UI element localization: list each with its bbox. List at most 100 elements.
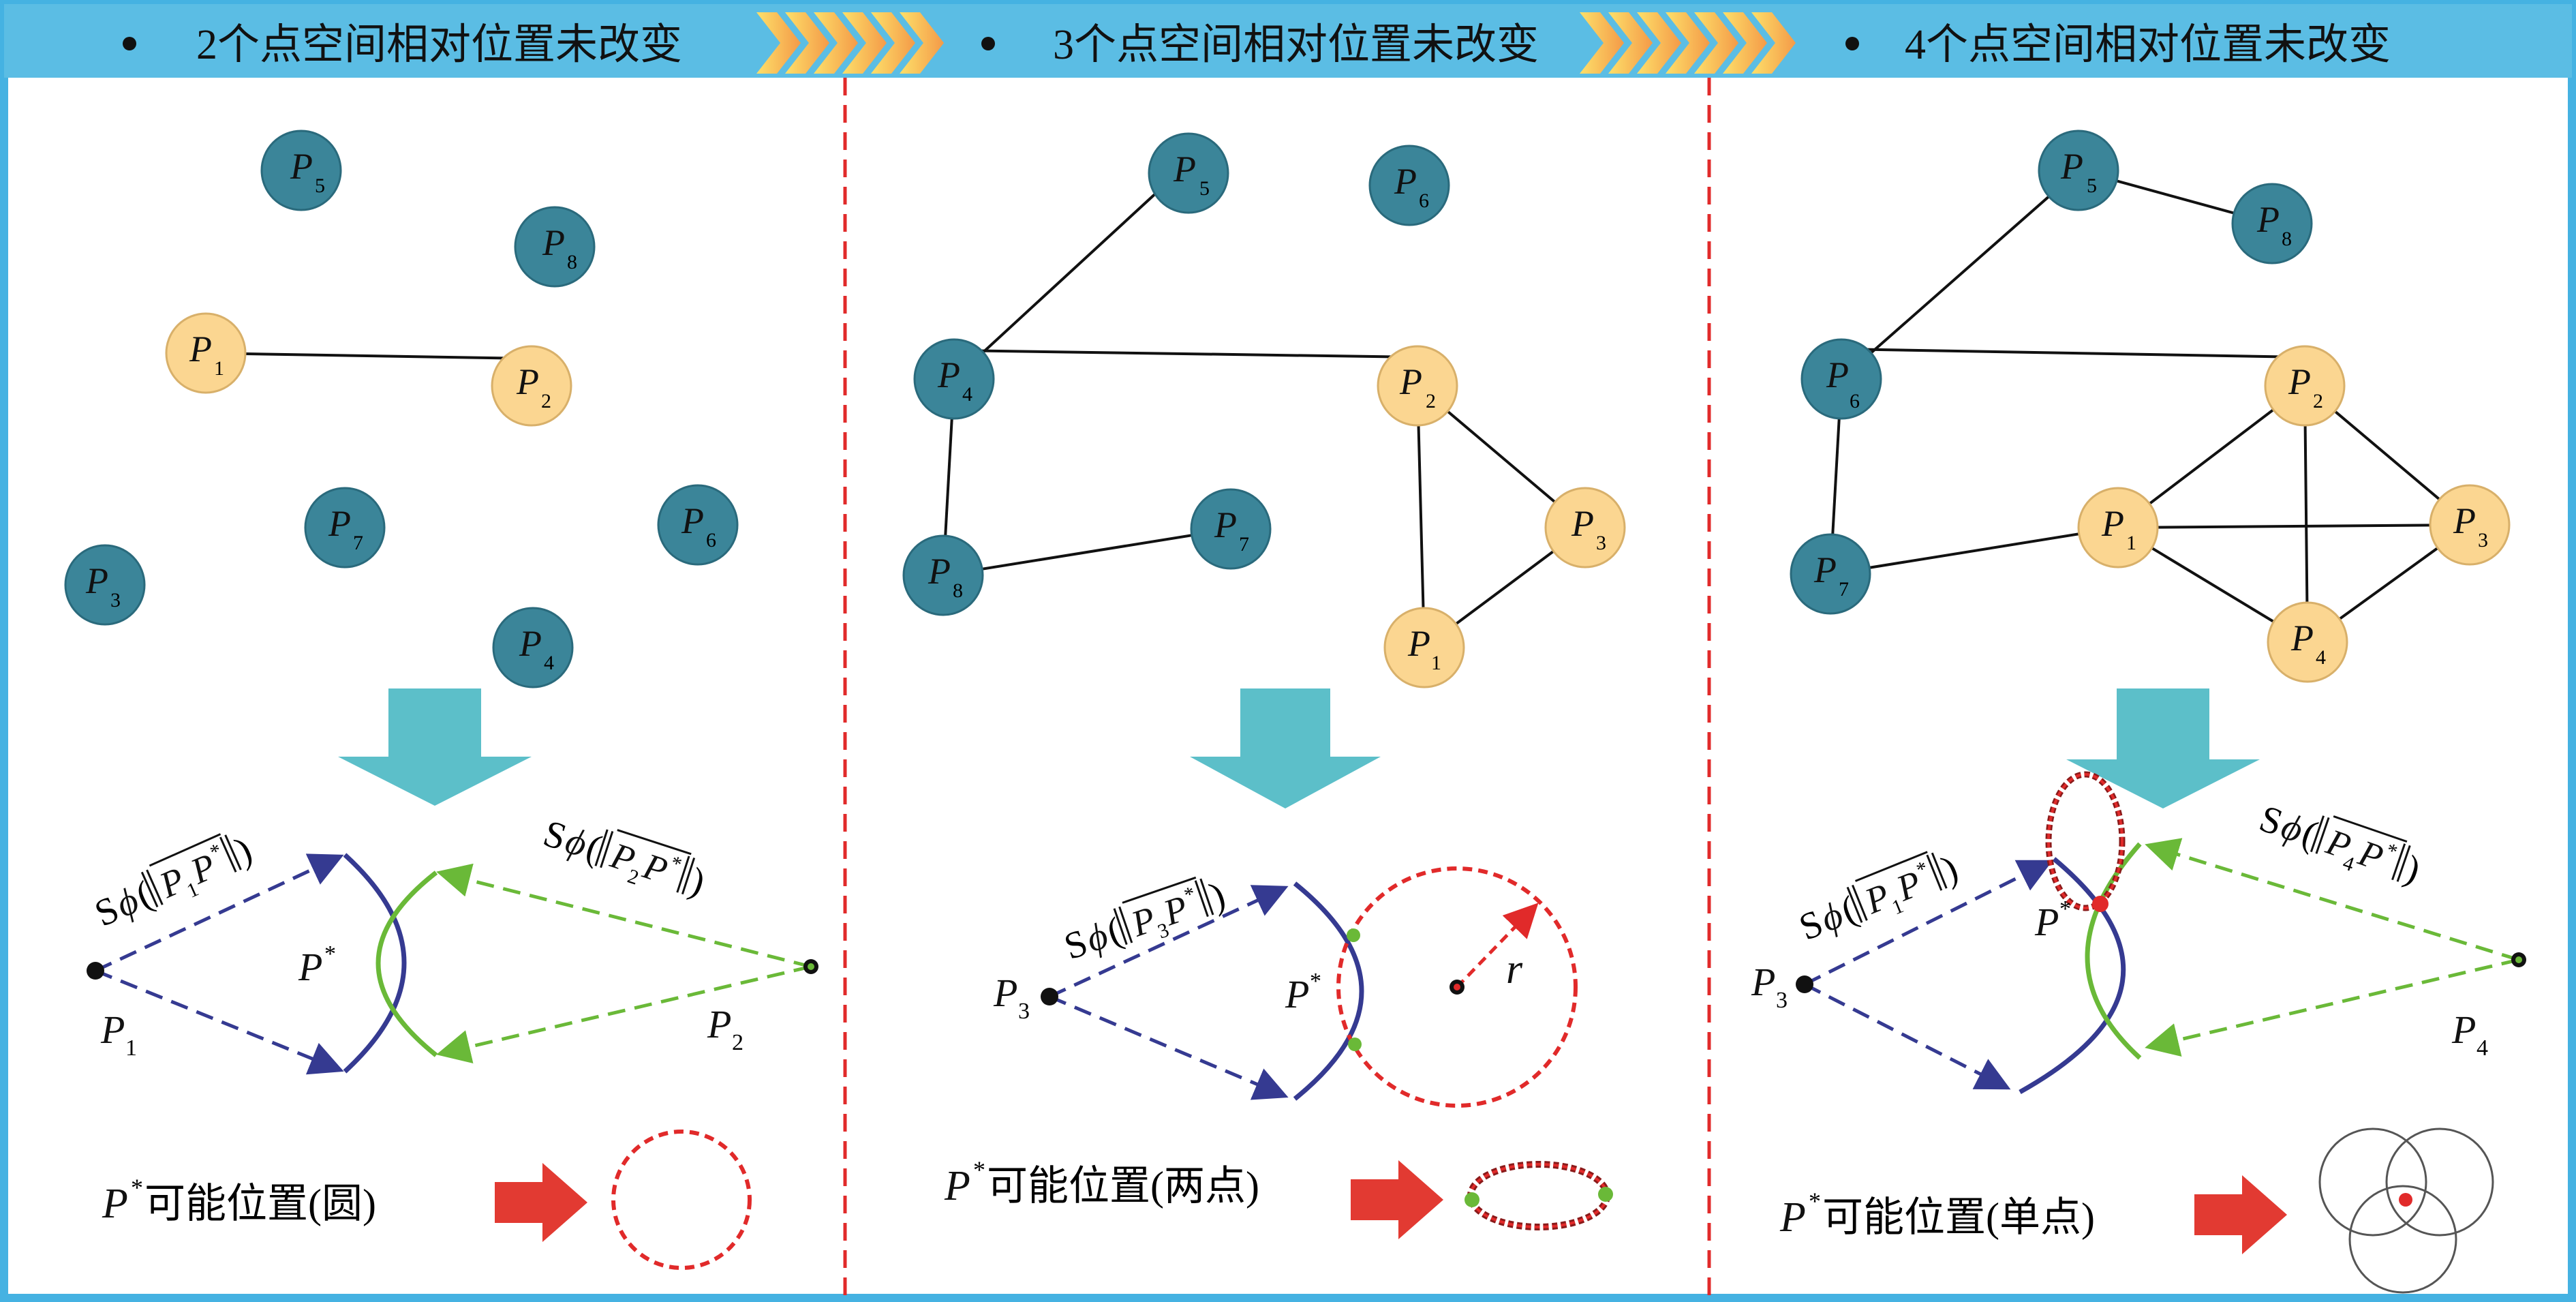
- node-p2-b: P 2: [1377, 345, 1458, 427]
- svg-text:P: P: [1214, 504, 1237, 545]
- svg-text:3: 3: [1596, 532, 1606, 554]
- svg-text:P: P: [2290, 618, 2314, 658]
- svg-text:7: 7: [353, 532, 363, 554]
- label-p1: P: [100, 1008, 125, 1052]
- svg-text:P: P: [1826, 354, 1849, 395]
- svg-text:P: P: [681, 500, 704, 541]
- header-bullet-2: [981, 37, 995, 50]
- svg-text:6: 6: [706, 529, 716, 551]
- down-arrow-1: [338, 688, 532, 806]
- svg-text:P: P: [542, 222, 565, 263]
- header-bullet-1: [123, 37, 136, 50]
- svg-text:P: P: [102, 1181, 128, 1227]
- formula-distance-p2-pstar: S ϕ ( P 2 P * ): [538, 812, 710, 904]
- node-p2: P 2: [491, 345, 572, 427]
- header-title-2: 3个点空间相对位置未改变: [1053, 22, 1539, 68]
- down-arrow-3: [2066, 688, 2260, 808]
- svg-text:7: 7: [1839, 578, 1849, 601]
- svg-text:*: *: [2059, 896, 2071, 922]
- svg-text:P: P: [1399, 361, 1422, 402]
- svg-text:P: P: [2451, 1008, 2476, 1052]
- node-p3-c: P 3: [2429, 484, 2511, 566]
- svg-text:P: P: [328, 503, 351, 544]
- svg-text:P: P: [516, 361, 539, 402]
- svg-text:3: 3: [1776, 988, 1788, 1013]
- svg-text:P: P: [927, 551, 951, 592]
- svg-text:P: P: [2060, 146, 2083, 187]
- header-bullet-3: [1845, 37, 1859, 50]
- node-p2-c: P 2: [2264, 345, 2346, 427]
- header-title-3: 4个点空间相对位置未改变: [1905, 22, 2391, 68]
- svg-text:4: 4: [2316, 646, 2326, 669]
- node-p7-b: P 7: [1190, 488, 1272, 570]
- node-p4-c: P 4: [2267, 601, 2348, 683]
- svg-text:P: P: [290, 146, 313, 187]
- svg-text:1: 1: [2126, 532, 2136, 554]
- svg-text:8: 8: [567, 251, 577, 273]
- svg-text:2: 2: [732, 1030, 743, 1055]
- svg-text:P: P: [1173, 149, 1196, 190]
- node-p8-b: P 8: [902, 534, 984, 616]
- down-arrow-2: [1190, 688, 1381, 808]
- result-circle: [611, 1130, 752, 1270]
- svg-text:P: P: [1779, 1194, 1806, 1241]
- node-p6-b: P 6: [1368, 145, 1450, 226]
- label-radius: r: [1506, 946, 1523, 993]
- svg-text:3: 3: [1018, 999, 1030, 1024]
- node-p5: P 5: [260, 130, 342, 211]
- panel-2-result: P * 可能位置(两点): [944, 1156, 1613, 1239]
- panel-3-graph: P 5 P 8 P 6 P 2 P 1 P 3 P: [1790, 130, 2511, 683]
- svg-text:5: 5: [2087, 175, 2097, 197]
- svg-text:2: 2: [2313, 390, 2323, 412]
- panel-1-construction: P 1 P 2 P * S ϕ ( P 1 P * ) S ϕ ( P: [87, 812, 818, 1075]
- header-title-1: 2个点空间相对位置未改变: [196, 22, 682, 68]
- label-p2: P: [707, 1002, 731, 1046]
- node-p1-c: P 1: [2077, 487, 2159, 569]
- svg-text:P: P: [2288, 361, 2311, 402]
- panel-3-result: P * 可能位置(单点): [1779, 1127, 2494, 1294]
- edge-p1-p2: [205, 352, 532, 360]
- node-p7-c: P 7: [1790, 533, 1871, 615]
- node-p5-b: P 5: [1148, 132, 1229, 214]
- node-p4: P 4: [492, 607, 574, 688]
- svg-text:P: P: [2101, 503, 2124, 544]
- svg-text:P: P: [1394, 161, 1417, 202]
- svg-text:4: 4: [962, 383, 972, 406]
- node-p8-c: P 8: [2231, 183, 2313, 264]
- svg-text:7: 7: [1239, 533, 1249, 556]
- node-p7: P 7: [304, 487, 386, 569]
- svg-text:P: P: [189, 329, 212, 369]
- caption-two-points: 可能位置(两点): [987, 1164, 1259, 1209]
- svg-text:2: 2: [1426, 390, 1436, 412]
- svg-text:3: 3: [110, 589, 121, 611]
- svg-text:*: *: [324, 941, 336, 967]
- intersection-top: [1347, 928, 1360, 942]
- chevron-arrows-2: [1580, 12, 1796, 74]
- svg-text:P: P: [1571, 503, 1594, 544]
- panel-1-graph: P 5 P 8 P 1 P 2 P 7 P 6 P: [64, 130, 739, 688]
- node-p4-b: P 4: [913, 338, 995, 420]
- svg-text:P: P: [2453, 500, 2476, 541]
- red-arrow-1: [495, 1163, 587, 1242]
- header-bar: [4, 4, 2572, 78]
- svg-text:1: 1: [214, 357, 224, 380]
- svg-text:1: 1: [125, 1035, 137, 1061]
- point-p1: [87, 962, 104, 980]
- svg-text:P: P: [1407, 623, 1430, 664]
- svg-text:P: P: [1813, 549, 1837, 590]
- svg-text:6: 6: [1419, 190, 1429, 212]
- svg-text:8: 8: [953, 579, 963, 602]
- node-p6-c: P 6: [1800, 338, 1882, 420]
- three-circle-intersection: [2318, 1127, 2494, 1294]
- red-arrow-2: [1351, 1160, 1443, 1239]
- svg-text:4: 4: [2477, 1035, 2488, 1061]
- svg-text:*: *: [973, 1156, 985, 1183]
- point-p3-c: [1796, 975, 1813, 993]
- node-p8: P 8: [514, 206, 596, 288]
- svg-text:*: *: [131, 1174, 143, 1201]
- svg-text:P: P: [519, 623, 542, 664]
- svg-text:5: 5: [1199, 177, 1210, 200]
